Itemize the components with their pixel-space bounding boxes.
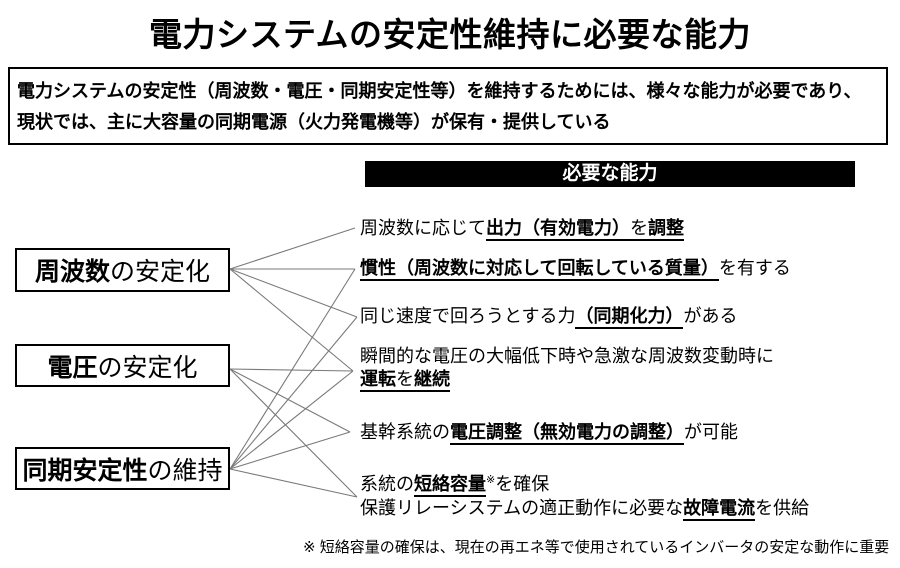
text-segment: を供給	[755, 498, 810, 518]
capability-synchronizing-power: 同じ速度で回ろうとする力（同期化力）がある	[360, 305, 738, 329]
stability-box-synchronous: 同期安定性の維持	[15, 447, 230, 490]
capability-short-circuit-capacity: 系統の短絡容量※を確保保護リレーシステムの適正動作に必要な故障電流を供給	[360, 468, 810, 521]
connector-line-b3-i6	[229, 468, 358, 498]
text-segment: 同じ速度で回ろうとする力	[360, 306, 576, 326]
text-segment: 電圧	[47, 353, 98, 382]
text-segment: 故障電流	[683, 498, 756, 521]
capability-continue-operation: 瞬間的な電圧の大幅低下時や急激な周波数変動時に運転を継続	[360, 345, 774, 392]
capability-line: 慣性（周波数に対応して回転している質量）を有する	[360, 257, 791, 281]
text-segment: 周波数	[34, 258, 110, 286]
capability-line: 保護リレーシステムの適正動作に必要な故障電流を供給	[360, 496, 810, 521]
connector-line-b1-i1	[229, 227, 356, 270]
stability-box-frequency: 周波数の安定化	[15, 248, 230, 292]
text-segment: の維持	[147, 456, 223, 485]
connector-line-b3-i5	[229, 431, 351, 470]
text-segment: 保護リレーシステムの適正動作に必要な	[360, 498, 684, 518]
required-capabilities-header: 必要な能力	[365, 161, 855, 187]
connector-line-b3-i3	[229, 316, 358, 470]
text-segment: 調整	[648, 218, 684, 241]
text-segment: がある	[683, 306, 738, 326]
intro-line-1: 電力システムの安定性（周波数・電圧・同期安定性等）を維持するためには、様々な能力…	[17, 81, 862, 101]
text-segment: 周波数に応じて	[360, 218, 486, 238]
text-segment: 同期安定性	[22, 456, 148, 485]
capability-line: 基幹系統の電圧調整（無効電力の調整）が可能	[360, 421, 738, 445]
connector-line-b3-i4	[229, 370, 354, 470]
text-segment: 慣性（周波数に対応して回転している質量）	[360, 258, 719, 281]
capability-line: 同じ速度で回ろうとする力（同期化力）がある	[360, 305, 738, 329]
text-segment: ※	[486, 474, 496, 486]
text-segment: 瞬間的な電圧の大幅低下時や急激な周波数変動時に	[360, 346, 774, 366]
text-segment: 運転	[360, 369, 396, 392]
text-segment: が可能	[684, 422, 738, 442]
page-title: 電力システムの安定性維持に必要な能力	[148, 16, 751, 53]
text-segment: の安定化	[97, 353, 198, 382]
text-segment: を有する	[718, 258, 791, 278]
text-segment: を	[396, 369, 414, 392]
capability-voltage-regulation: 基幹系統の電圧調整（無効電力の調整）が可能	[360, 421, 738, 445]
intro-line-2: 現状では、主に大容量の同期電源（火力発電機等）が保有・提供している	[17, 112, 611, 132]
footnote: ※ 短絡容量の確保は、現在の再エネ等で使用されているインバータの安定な動作に重要	[303, 539, 890, 556]
text-segment: 基幹系統の	[360, 422, 450, 442]
connector-line-b3-i2	[229, 268, 356, 470]
text-segment: 系統の	[360, 474, 414, 494]
capability-inertia: 慣性（周波数に対応して回転している質量）を有する	[360, 257, 791, 281]
capability-output-adjustment: 周波数に応じて出力（有効電力）を調整	[360, 217, 684, 241]
capability-line: 周波数に応じて出力（有効電力）を調整	[360, 217, 684, 241]
stability-box-voltage: 電圧の安定化	[15, 344, 230, 387]
text-segment: を確保	[495, 474, 550, 494]
text-segment: 出力（有効電力）	[486, 218, 630, 241]
connector-line-b1-i4	[229, 268, 354, 372]
text-segment: を	[630, 218, 648, 241]
text-segment: 短絡容量	[414, 474, 486, 497]
capability-line: 瞬間的な電圧の大幅低下時や急激な周波数変動時に	[360, 345, 774, 368]
connector-line-b2-i5	[229, 368, 351, 433]
text-segment: 電圧調整（無効電力の調整）	[450, 422, 684, 445]
text-segment: の安定化	[110, 258, 211, 286]
connector-line-b1-i3	[229, 268, 358, 318]
text-segment: （同期化力）	[575, 306, 684, 329]
text-segment: 継続	[414, 369, 450, 392]
capability-line: 運転を継続	[360, 368, 774, 392]
intro-box: 電力システムの安定性（周波数・電圧・同期安定性等）を維持するためには、様々な能力…	[8, 67, 888, 145]
capability-line: 系統の短絡容量※を確保	[360, 468, 809, 497]
connector-line-b2-i4	[229, 368, 354, 372]
connector-line-b2-i6	[229, 368, 358, 498]
